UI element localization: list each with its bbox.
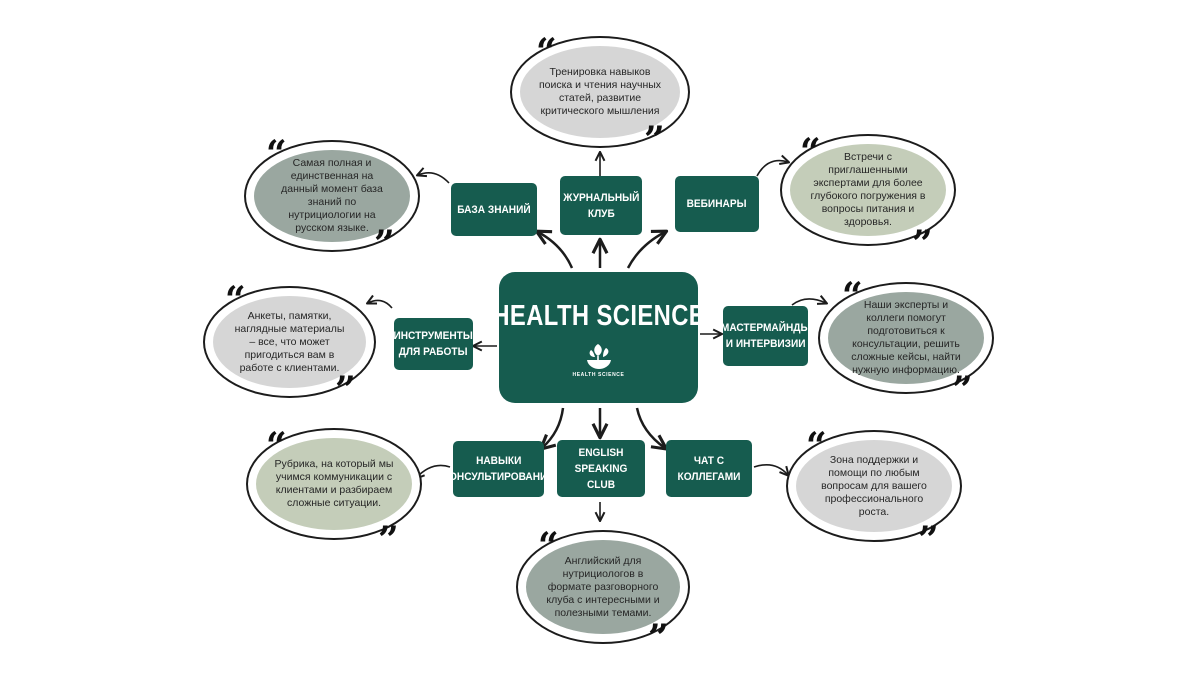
open-quote-icon: “ <box>538 525 559 567</box>
close-quote-icon: ” <box>374 223 395 265</box>
open-quote-icon: “ <box>842 275 863 317</box>
close-quote-icon: ” <box>378 519 399 561</box>
bubble-webinars: Встречи с приглашенными экспертами для б… <box>780 131 956 262</box>
open-quote-icon: “ <box>800 131 821 173</box>
arrow-center-chat <box>635 407 669 451</box>
arrow-baza-bubble <box>415 167 450 184</box>
center-logo-text: HEALTH SCIENCE <box>572 372 625 378</box>
node-english-club[interactable]: ENGLISH SPEAKING CLUB <box>557 440 645 497</box>
arrow-center-webinars <box>626 229 669 269</box>
close-quote-icon: ” <box>912 223 933 265</box>
open-quote-icon: “ <box>266 133 287 175</box>
bubble-english-club: Английский для нутрициологов в формате р… <box>516 525 690 656</box>
arrow-webinars-bubble <box>756 154 791 177</box>
arrow-mastermind-bubble <box>791 295 829 306</box>
arrow-chat-bubble <box>753 464 790 477</box>
node-webinars[interactable]: ВЕБИНАРЫ <box>675 176 759 232</box>
bubble-instruments: Анкеты, памятки, наглядные материалы – в… <box>203 282 376 408</box>
arrow-center-baza <box>534 229 574 269</box>
bubble-mastermind-text: Наши эксперты и коллеги помогут подготов… <box>851 299 961 376</box>
close-quote-icon: ” <box>918 519 939 561</box>
close-quote-icon: ” <box>644 119 665 161</box>
node-mastermind[interactable]: МАСТЕРМАЙНДЫ И ИНТЕРВИЗИИ <box>721 306 810 366</box>
open-quote-icon: “ <box>225 279 246 321</box>
node-navyki[interactable]: НАВЫКИ КОНСУЛЬТИРОВАНИЯ <box>443 441 554 497</box>
open-quote-icon: “ <box>536 31 557 73</box>
arrow-instruments-bubble <box>365 294 393 309</box>
bubble-navyki: Рубрика, на который мы учимся коммуникац… <box>246 425 422 558</box>
close-quote-icon: ” <box>648 617 669 659</box>
bubble-journal-club: Тренировка навыков поиска и чтения научн… <box>510 31 690 158</box>
close-quote-icon: ” <box>952 369 973 411</box>
node-journal-club[interactable]: ЖУРНАЛЬНЫЙ КЛУБ <box>560 176 642 235</box>
open-quote-icon: “ <box>266 425 287 467</box>
bubble-baza-znaniy: Самая полная и единственная на данный мо… <box>244 136 420 262</box>
bubble-baza-text: Самая полная и единственная на данный мо… <box>281 157 383 234</box>
bubble-journal-text: Тренировка навыков поиска и чтения научн… <box>538 66 662 117</box>
open-quote-icon: “ <box>806 425 827 467</box>
node-baza-znaniy[interactable]: БАЗА ЗНАНИЙ <box>451 183 537 236</box>
node-chat[interactable]: ЧАТ С КОЛЛЕГАМИ <box>666 440 752 497</box>
bubble-chat-text: Зона поддержки и помощи по любым вопроса… <box>821 453 927 518</box>
arrow-center-navyki <box>539 407 565 451</box>
bubble-chat: Зона поддержки и помощи по любым вопроса… <box>786 425 962 558</box>
center-hub: HEALTH SCIENCE HEALTH SCIENCE <box>492 272 704 403</box>
close-quote-icon: ” <box>335 369 356 411</box>
node-instruments[interactable]: ИНСТРУМЕНТЫ ДЛЯ РАБОТЫ <box>394 318 473 370</box>
leaf-plate-logo-icon <box>586 344 611 369</box>
bubble-navyki-text: Рубрика, на который мы учимся коммуникац… <box>274 458 394 509</box>
bubble-webinars-text: Встречи с приглашенными экспертами для б… <box>810 151 926 228</box>
center-title: HEALTH SCIENCE <box>492 300 705 332</box>
bubble-instruments-text: Анкеты, памятки, наглядные материалы – в… <box>234 309 345 374</box>
bubble-english-text: Английский для нутрициологов в формате р… <box>546 554 660 619</box>
bubble-mastermind: Наши эксперты и коллеги помогут подготов… <box>818 278 994 408</box>
